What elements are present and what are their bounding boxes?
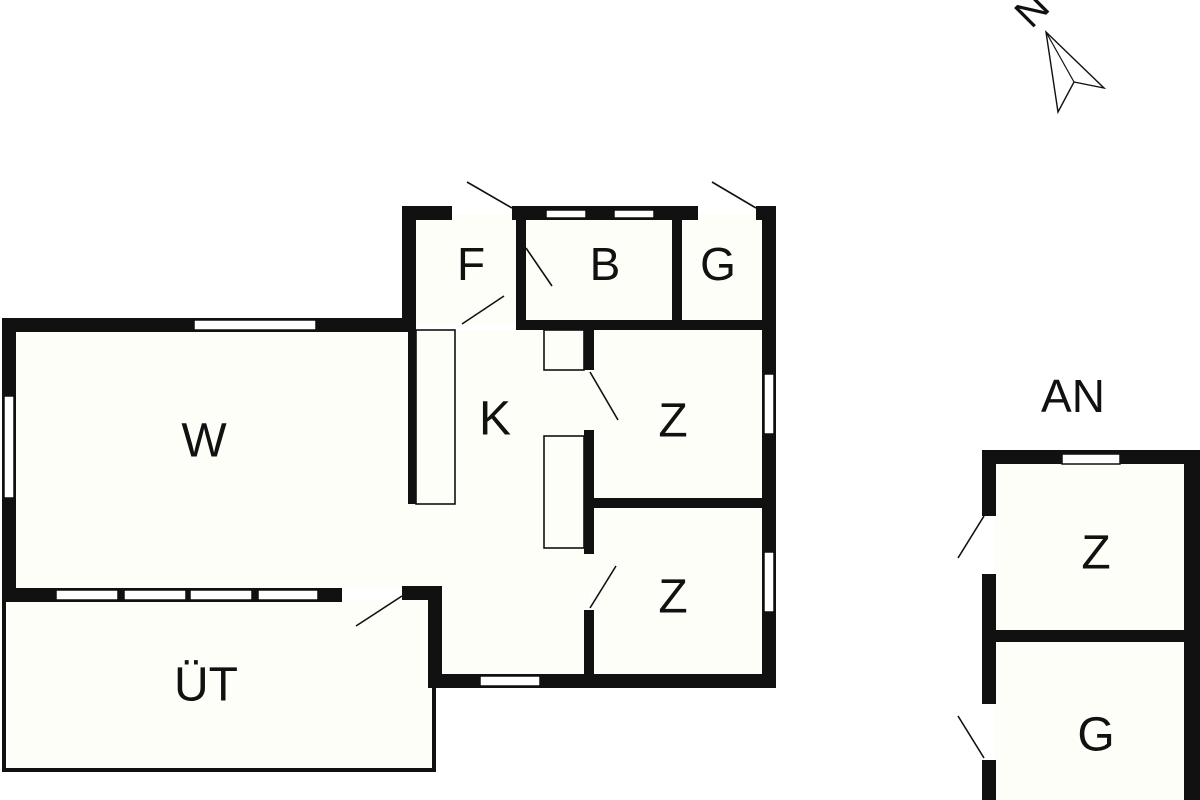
doors	[355, 181, 757, 627]
room-label-ut: ÜT	[174, 659, 238, 712]
annex-room-label-z: Z	[1081, 527, 1110, 580]
room-label-z-lower: Z	[658, 571, 687, 624]
terrace-outline	[2, 600, 436, 772]
room-label-g-top: G	[700, 238, 736, 290]
room-label-z-upper: Z	[658, 395, 687, 448]
annex-walls	[957, 450, 1200, 800]
compass-letter: N	[1007, 0, 1059, 36]
room-label-b: B	[590, 238, 621, 290]
room-label-w: W	[181, 415, 227, 468]
room-labels: W K F B G Z Z ÜT AN Z G	[174, 238, 1115, 762]
north-arrow-icon: N	[1007, 0, 1107, 115]
annex-title: AN	[1041, 370, 1105, 422]
room-label-f: F	[457, 238, 485, 290]
windows	[3, 209, 775, 687]
annex-room-label-g: G	[1077, 709, 1114, 762]
kitchen-fixtures	[415, 329, 585, 600]
room-label-k: K	[479, 393, 511, 446]
